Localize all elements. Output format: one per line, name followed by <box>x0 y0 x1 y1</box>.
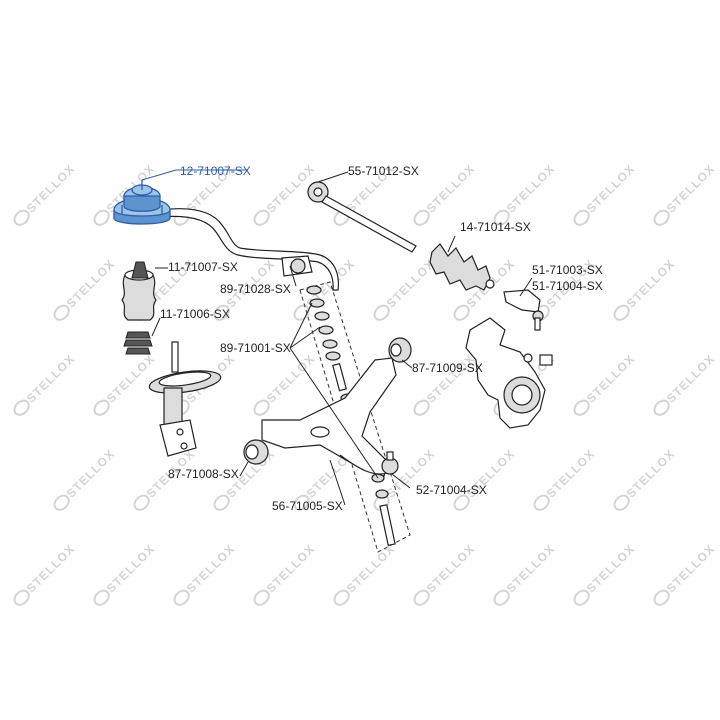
tie-rod-end[interactable] <box>503 289 544 331</box>
watermark-logo: STELLOX <box>333 542 398 606</box>
watermark-logo: STELLOX <box>653 162 718 226</box>
watermark-logo: STELLOX <box>413 162 478 226</box>
label-steering-boot[interactable]: 14-71014-SX <box>460 220 531 234</box>
lower-control-arm[interactable] <box>261 357 397 477</box>
watermark-logo: STELLOX <box>253 352 318 416</box>
svg-text:STELLOX: STELLOX <box>664 162 718 216</box>
svg-text:STELLOX: STELLOX <box>624 447 678 501</box>
svg-text:STELLOX: STELLOX <box>384 257 438 311</box>
label-link-kit[interactable]: 89-71001-SX <box>220 341 291 355</box>
svg-text:STELLOX: STELLOX <box>264 352 318 406</box>
dust-cover[interactable] <box>123 331 153 355</box>
watermark-logo: STELLOX <box>653 542 718 606</box>
watermark-logo: STELLOX <box>13 162 78 226</box>
steering-knuckle <box>465 317 553 429</box>
watermark-logo: STELLOX <box>13 352 78 416</box>
svg-text:STELLOX: STELLOX <box>624 257 678 311</box>
svg-text:STELLOX: STELLOX <box>344 542 398 596</box>
svg-text:STELLOX: STELLOX <box>544 447 598 501</box>
watermark-logo: STELLOX <box>253 542 318 606</box>
stabilizer-bushing[interactable] <box>281 255 313 277</box>
link-kit-group-box <box>299 281 411 553</box>
label-ball-joint[interactable]: 52-71004-SX <box>416 483 487 497</box>
rear-arm-bushing[interactable] <box>243 439 269 465</box>
svg-text:STELLOX: STELLOX <box>24 162 78 216</box>
watermark-logo: STELLOX <box>493 162 558 226</box>
svg-text:STELLOX: STELLOX <box>584 542 638 596</box>
bump-stop[interactable] <box>121 261 157 321</box>
leader-lines <box>141 169 533 506</box>
svg-text:STELLOX: STELLOX <box>584 352 638 406</box>
watermark-logo: STELLOX <box>493 542 558 606</box>
watermark-logo: STELLOX <box>13 542 78 606</box>
watermark-logo: STELLOX <box>573 162 638 226</box>
label-dust-cover[interactable]: 11-71006-SX <box>160 307 230 321</box>
watermark-logo: STELLOX <box>573 542 638 606</box>
svg-text:STELLOX: STELLOX <box>184 542 238 596</box>
watermark-logo: STELLOX <box>613 447 678 511</box>
watermark-logo: STELLOX <box>53 257 118 321</box>
watermark-logo: STELLOX <box>173 542 238 606</box>
watermark-logo: STELLOX <box>613 257 678 321</box>
svg-text:STELLOX: STELLOX <box>64 257 118 311</box>
front-arm-bushing[interactable] <box>388 337 412 363</box>
svg-text:STELLOX: STELLOX <box>24 352 78 406</box>
shock-absorber <box>148 341 222 457</box>
watermark-logo: STELLOX <box>413 542 478 606</box>
label-tie-rod[interactable]: 55-71012-SX <box>348 164 419 178</box>
label-upper-mount[interactable]: 12-71007-SX <box>180 164 251 178</box>
watermark-logo: STELLOX <box>373 257 438 321</box>
steering-boot[interactable] <box>429 243 495 291</box>
svg-text:STELLOX: STELLOX <box>664 352 718 406</box>
svg-text:STELLOX: STELLOX <box>504 162 558 216</box>
label-tie-rod-end-l[interactable]: 51-71004-SX <box>532 279 603 293</box>
svg-text:STELLOX: STELLOX <box>424 162 478 216</box>
svg-text:STELLOX: STELLOX <box>584 162 638 216</box>
svg-text:STELLOX: STELLOX <box>104 352 158 406</box>
watermark-logo: STELLOX <box>253 162 318 226</box>
watermark-logo: STELLOX <box>53 447 118 511</box>
svg-text:STELLOX: STELLOX <box>264 542 318 596</box>
part-labels: 12-71007-SX 11-71007-SX 11-71006-SX 89-7… <box>160 164 603 513</box>
stabilizer-bar <box>159 208 340 291</box>
watermark-logo: STELLOX <box>653 352 718 416</box>
watermark-logo: STELLOX <box>533 447 598 511</box>
watermark-logo: STELLOX <box>453 447 518 511</box>
svg-text:STELLOX: STELLOX <box>504 542 558 596</box>
label-front-arm-bushing[interactable]: 87-71009-SX <box>412 361 483 375</box>
label-control-arm[interactable]: 56-71005-SX <box>272 499 343 513</box>
svg-text:STELLOX: STELLOX <box>424 352 478 406</box>
svg-text:STELLOX: STELLOX <box>24 542 78 596</box>
svg-text:STELLOX: STELLOX <box>104 542 158 596</box>
watermark-logo: STELLOX <box>93 542 158 606</box>
svg-text:STELLOX: STELLOX <box>424 542 478 596</box>
label-stabilizer-bushing[interactable]: 89-71028-SX <box>220 282 291 296</box>
label-bump-stop[interactable]: 11-71007-SX <box>168 260 238 274</box>
watermark-logo: STELLOX <box>573 352 638 416</box>
watermark-logo: STELLOX <box>93 352 158 416</box>
svg-text:STELLOX: STELLOX <box>664 542 718 596</box>
ball-joint[interactable] <box>381 451 399 475</box>
tie-rod[interactable] <box>307 181 417 253</box>
svg-text:STELLOX: STELLOX <box>64 447 118 501</box>
label-tie-rod-end-r[interactable]: 51-71003-SX <box>532 263 603 277</box>
strut-upper-mount[interactable] <box>113 180 171 225</box>
label-rear-arm-bushing[interactable]: 87-71008-SX <box>168 467 239 481</box>
